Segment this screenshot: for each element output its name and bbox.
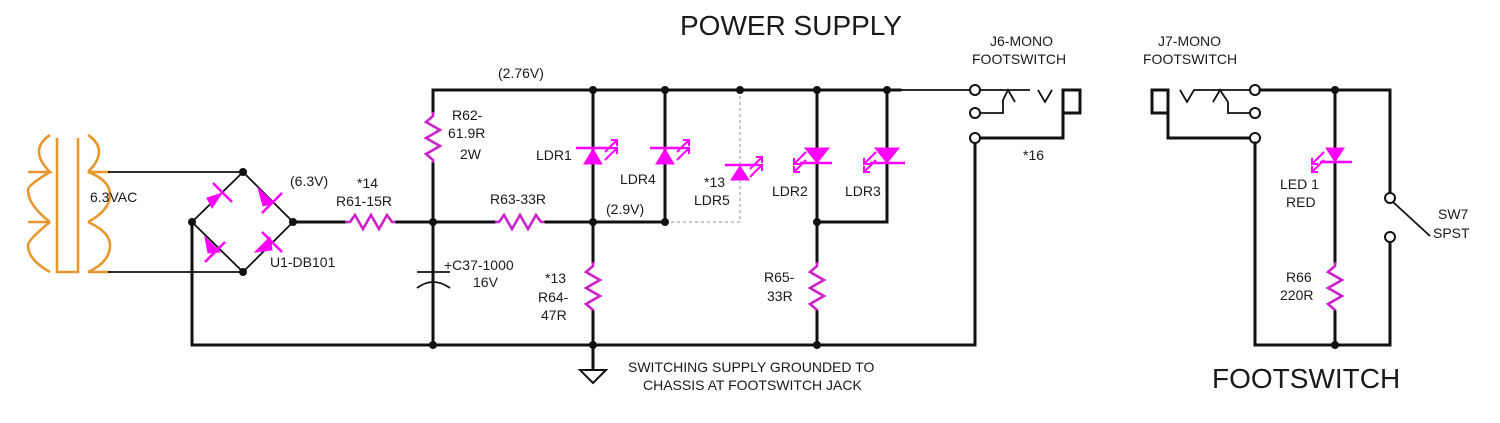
- bridge-diode-top-left-icon: [206, 182, 233, 209]
- node: [1331, 86, 1339, 94]
- node: [813, 218, 821, 226]
- wire-footswitch-top: [1258, 88, 1392, 200]
- r66-label-line2: 220R: [1280, 287, 1313, 303]
- j6-jack-icon: [969, 84, 1082, 144]
- ldr3-label: LDR3: [845, 183, 881, 199]
- r64-note: *13: [545, 270, 566, 286]
- transformer-secondary-coil: [87, 133, 112, 274]
- sw7-label-line1: SW7: [1438, 206, 1469, 222]
- c37-label-line1: +C37-1000: [444, 257, 514, 273]
- ldr5-label: LDR5: [694, 192, 730, 208]
- ground-note-line1: SWITCHING SUPPLY GROUNDED TO: [628, 359, 874, 375]
- ldr2-diode-icon: [793, 147, 832, 173]
- j6-label-line1: J6-MONO: [990, 33, 1053, 49]
- ground-rail: [190, 136, 977, 347]
- j7-label-line2: FOOTSWITCH: [1143, 51, 1237, 67]
- bridge-diode-top-right-icon: [257, 186, 283, 214]
- node: [813, 341, 821, 349]
- ldr4-diode-icon: [650, 139, 690, 165]
- ldr2-label: LDR2: [772, 183, 808, 199]
- led1-diode-icon: [1311, 147, 1352, 173]
- ldr5-note: *13: [704, 174, 725, 190]
- r65-resistor-icon: [807, 262, 827, 312]
- r64-label-line2: 47R: [541, 307, 567, 323]
- transformer: 6.3VAC: [26, 133, 137, 274]
- r65-label-line1: R65-: [764, 269, 795, 285]
- bridge-diode-bottom-right-icon: [253, 231, 283, 253]
- node: [661, 86, 669, 94]
- bridge-voltage: (6.3V): [290, 173, 328, 189]
- bridge-rectifier: (6.3V) U1-DB101: [188, 168, 336, 276]
- c37-capacitor-icon: [416, 271, 451, 289]
- node: [429, 218, 437, 226]
- r62-label-line1: R62-: [452, 107, 483, 123]
- sw7-label-line2: SPST: [1433, 225, 1470, 241]
- transformer-core: [55, 138, 80, 274]
- r61-note: *14: [357, 175, 378, 191]
- ldr3-diode-icon: [863, 147, 905, 173]
- led1-label-line1: LED 1: [1280, 176, 1319, 192]
- wire-ldr3: [815, 88, 889, 224]
- j7-label-line1: J7-MONO: [1158, 33, 1221, 49]
- r61-resistor-icon: [345, 212, 397, 232]
- r61-label: R61-15R: [336, 193, 392, 209]
- node: [589, 218, 597, 226]
- footswitch-title: FOOTSWITCH: [1212, 363, 1400, 394]
- sw7-switch-icon: [1384, 192, 1431, 243]
- node: [1331, 341, 1339, 349]
- j6-note: *16: [1023, 147, 1044, 163]
- bridge-label: U1-DB101: [270, 254, 336, 270]
- node: [589, 341, 597, 349]
- r64-resistor-icon: [583, 262, 603, 312]
- j6-label-line2: FOOTSWITCH: [972, 51, 1066, 67]
- node: [429, 341, 437, 349]
- node: [813, 86, 821, 94]
- power-supply-title: POWER SUPPLY: [680, 10, 902, 41]
- bridge-diode-bottom-left-icon: [204, 235, 226, 263]
- node: [589, 86, 597, 94]
- r62-label-line2: 61.9R: [448, 125, 485, 141]
- r64-label-line1: R64-: [538, 289, 569, 305]
- r63-resistor-icon: [495, 212, 546, 232]
- ldr4-label: LDR4: [620, 171, 656, 187]
- r65-label-line2: 33R: [767, 288, 793, 304]
- ldr5-diode-icon: [725, 156, 763, 181]
- wire-footswitch-bottom: [1253, 141, 1392, 347]
- led1-label-line2: RED: [1286, 194, 1316, 210]
- junction-nodes: [429, 86, 891, 349]
- node: [239, 168, 247, 176]
- ldr1-diode-icon: [576, 139, 618, 165]
- wire-ldr5-optional: [668, 90, 741, 223]
- transformer-primary-coil: [26, 133, 54, 274]
- r62-resistor-icon: [423, 112, 443, 164]
- rail-voltage-mid: (2.9V): [606, 201, 644, 217]
- transformer-label: 6.3VAC: [90, 189, 137, 205]
- node: [661, 218, 669, 226]
- j7-jack-icon: [1150, 84, 1261, 144]
- r63-label: R63-33R: [490, 191, 546, 207]
- rail-voltage-top: (2.76V): [498, 65, 544, 81]
- node: [883, 86, 891, 94]
- ldr1-label: LDR1: [536, 147, 572, 163]
- ground-note-line2: CHASSIS AT FOOTSWITCH JACK: [643, 377, 863, 393]
- c37-label-line2: 16V: [473, 274, 499, 290]
- r66-label-line1: R66: [1286, 269, 1312, 285]
- r62-label-line3: 2W: [460, 146, 482, 162]
- node: [736, 86, 744, 94]
- ground-icon: [577, 369, 609, 385]
- r66-resistor-icon: [1325, 262, 1345, 312]
- node: [239, 268, 247, 276]
